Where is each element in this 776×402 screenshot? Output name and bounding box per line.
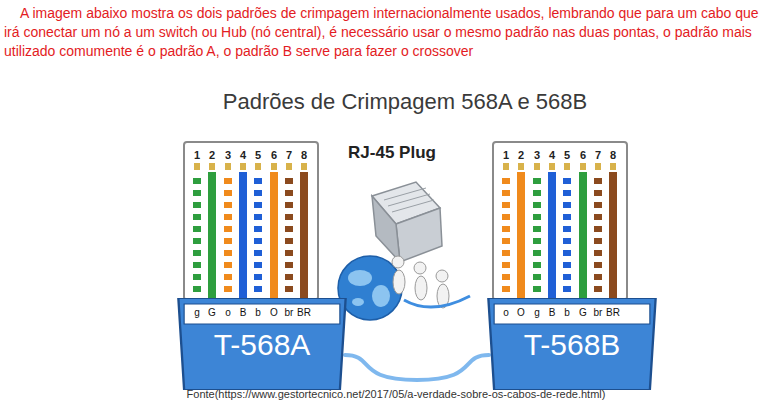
pin-number: 2 (209, 149, 215, 161)
wire-code: B (240, 307, 247, 319)
pin-number: 8 (301, 149, 307, 161)
wire-code: G (208, 307, 216, 319)
wire-code: B (549, 307, 556, 319)
plug-standard-name: T-568A (176, 328, 348, 362)
pin-number: 5 (564, 149, 570, 161)
pin-number: 7 (595, 149, 601, 161)
cable-drawing (404, 296, 470, 307)
plug-boot: T-568B (486, 298, 658, 390)
plug-housing (184, 142, 318, 300)
plug-housing (493, 142, 627, 300)
wire-code: g (194, 307, 200, 319)
pin-number: 4 (240, 149, 246, 161)
pin-number: 3 (225, 149, 231, 161)
wire-code: g (534, 307, 540, 319)
wire-code: b (255, 307, 261, 319)
pin-number: 7 (286, 149, 292, 161)
source-caption: Fonte(https://www.gestortecnico.net/2017… (187, 388, 606, 401)
wire-code: BR (606, 307, 620, 319)
diagram-title: Padrões de Crimpagem 568A e 568B (223, 89, 587, 115)
pin-number: 6 (271, 149, 277, 161)
wire-code: b (564, 307, 570, 319)
pin-number: 6 (580, 149, 586, 161)
wires-568a (197, 172, 304, 298)
wire-code: BR (297, 307, 311, 319)
plug-standard-name: T-568B (486, 328, 658, 362)
rj45-plug-drawing (372, 182, 442, 262)
pin-number: 5 (255, 149, 261, 161)
pin-number: 1 (194, 149, 200, 161)
wire-code: O (517, 307, 525, 319)
wire-code: o (225, 307, 231, 319)
wire-code: O (270, 307, 278, 319)
wire-code: o (503, 307, 509, 319)
plug-label: RJ-45 Plug (348, 143, 436, 163)
wire-code: br (285, 307, 294, 319)
plug-boot: T-568A (176, 298, 348, 390)
pin-number: 4 (549, 149, 555, 161)
globe (338, 256, 402, 320)
pin-number: 2 (518, 149, 524, 161)
pin-number: 3 (534, 149, 540, 161)
people-figures (392, 256, 449, 308)
wire-code: br (594, 307, 603, 319)
pin-number: 8 (610, 149, 616, 161)
note-text: A imagem abaixo mostra os dois padrões d… (4, 4, 770, 61)
gold-contacts (503, 163, 616, 170)
wire-code: G (579, 307, 587, 319)
wires-568b (506, 172, 613, 298)
network-cable (345, 355, 489, 380)
pin-number: 1 (503, 149, 509, 161)
gold-contacts (194, 163, 307, 170)
